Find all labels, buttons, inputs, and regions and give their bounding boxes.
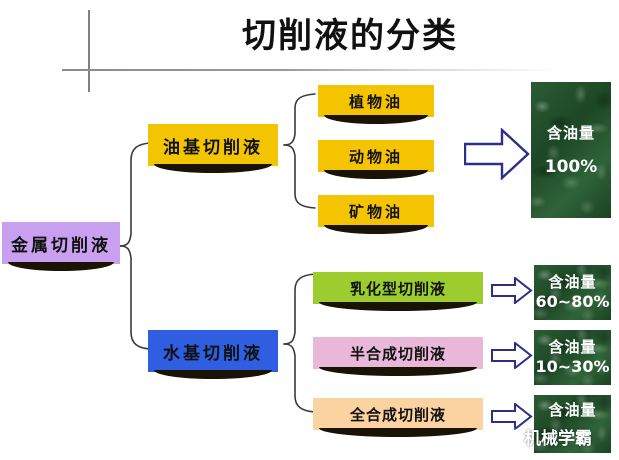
result-oil-content-100: 含油量 100%: [531, 82, 611, 218]
arrow-full-synthetic-to-result: [491, 403, 533, 430]
node-label: 水基切削液: [163, 343, 263, 364]
node-label: 矿物油: [348, 202, 403, 221]
result-label: 含油量: [548, 401, 597, 419]
result-oil-content-obscured: 含油量: [534, 395, 611, 453]
watermark-text: 机械学霸: [524, 429, 592, 449]
node-label: 动物油: [348, 147, 403, 166]
result-label: 含油量: [546, 123, 595, 142]
brace-root: [119, 142, 151, 350]
brace-oil-base: [283, 93, 316, 209]
brace-water-base: [283, 273, 316, 413]
node-oil-based-fluid[interactable]: 油基切削液: [148, 124, 278, 173]
arrow-emulsion-to-result: [491, 277, 533, 304]
node-mineral-oil[interactable]: 矿物油: [318, 195, 434, 234]
arrow-oil-to-result: [464, 128, 530, 180]
node-label: 全合成切削液: [349, 405, 446, 424]
node-label: 金属切削液: [11, 235, 111, 256]
node-label: 油基切削液: [163, 137, 263, 158]
title-vertical-rule: [88, 10, 90, 92]
result-oil-content-60-80: 含油量 60~80%: [534, 265, 611, 320]
result-value: 60~80%: [535, 292, 610, 311]
node-emulsion-type-fluid[interactable]: 乳化型切削液: [313, 272, 483, 311]
node-full-synthetic-fluid[interactable]: 全合成切削液: [313, 398, 483, 437]
arrow-semi-synthetic-to-result: [491, 342, 533, 369]
node-animal-oil[interactable]: 动物油: [318, 140, 434, 179]
watermark: 机械学霸: [498, 424, 592, 449]
wechat-logo-icon: [498, 425, 520, 448]
slide-title: 切削液的分类: [242, 16, 458, 56]
result-value: 100%: [544, 156, 598, 177]
result-oil-content-10-30: 含油量 10~30%: [534, 330, 611, 385]
node-metal-cutting-fluid[interactable]: 金属切削液: [2, 222, 120, 271]
title-horizontal-rule: [62, 69, 562, 71]
node-vegetable-oil[interactable]: 植物油: [318, 85, 434, 124]
node-label: 植物油: [348, 92, 403, 111]
node-label: 半合成切削液: [349, 344, 446, 363]
node-semi-synthetic-fluid[interactable]: 半合成切削液: [313, 337, 483, 376]
result-value: 10~30%: [535, 357, 610, 376]
result-label: 含油量: [548, 338, 597, 356]
node-water-based-fluid[interactable]: 水基切削液: [148, 330, 278, 379]
result-label: 含油量: [548, 273, 597, 291]
node-label: 乳化型切削液: [349, 279, 446, 298]
